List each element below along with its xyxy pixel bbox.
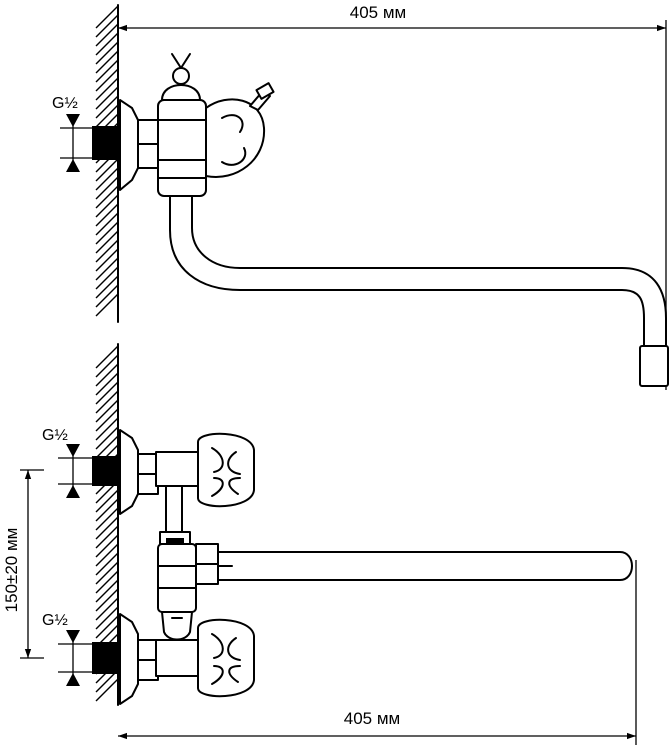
wall-hatch-line (95, 390, 119, 414)
center-distance-label: 150±20 мм (2, 528, 21, 613)
wall-hatch-line (95, 257, 119, 281)
wall-hatch-line (95, 597, 119, 621)
top-pipe-thread-marker: G½ (52, 95, 118, 172)
wall-hatch-line (95, 185, 119, 209)
wall-hatch-line (95, 345, 119, 369)
wall-hatch-line (95, 570, 119, 594)
wall-hatch-line (95, 77, 119, 101)
wall-hatch-line (95, 399, 119, 423)
bottom-width-dimension: 405 мм (118, 560, 637, 745)
lower-valve (119, 613, 255, 705)
wall-hatch-line (95, 248, 119, 272)
lower-pipe-thread-label: G½ (42, 612, 68, 629)
wall-hatch-line (95, 221, 119, 245)
wall-hatch-line (95, 68, 119, 92)
wall-hatch-line (95, 293, 119, 317)
wall-hatch-line (95, 50, 119, 74)
top-faucet-body (119, 53, 275, 197)
wall-hatch-line (95, 32, 119, 56)
wall-hatch-line (95, 426, 119, 450)
wall-hatch-line (95, 552, 119, 576)
wall-hatch-line (95, 158, 119, 182)
bottom-width-label: 405 мм (344, 709, 400, 728)
upper-valve (119, 429, 255, 515)
wall-hatch-line (95, 23, 119, 47)
wall-hatch-line (95, 579, 119, 603)
wall-hatch-line (95, 363, 119, 387)
wall-hatch-line (95, 507, 119, 531)
wall-hatch-line (95, 678, 119, 702)
wall-hatch-line (95, 212, 119, 236)
upper-pipe-thread-marker: G½ (42, 427, 118, 498)
top-width-label: 405 мм (350, 3, 406, 22)
upper-pipe-thread-label: G½ (42, 427, 68, 444)
lower-pipe-thread-marker: G½ (42, 612, 118, 686)
wall-hatch-line (95, 230, 119, 254)
wall-hatch-line (95, 534, 119, 558)
wall-hatch-line (95, 275, 119, 299)
top-pipe-thread-label: G½ (52, 95, 78, 112)
wall-hatch-line (95, 86, 119, 110)
wall-hatch-line (95, 203, 119, 227)
wall-hatch-line (95, 408, 119, 432)
wall-hatch-line (95, 543, 119, 567)
top-view: 405 мм G½ (52, 3, 669, 390)
wall-hatch-line (95, 167, 119, 191)
wall-hatch-line (95, 284, 119, 308)
wall-hatch-line (95, 176, 119, 200)
wall-hatch-line (95, 59, 119, 83)
wall-hatch-line (95, 561, 119, 585)
wall-hatch-line (95, 41, 119, 65)
wall-hatch-line (95, 95, 119, 119)
wall-hatch-line (95, 239, 119, 263)
top-wall (95, 4, 119, 323)
wall-hatch-line (95, 588, 119, 612)
front-spout (217, 551, 633, 581)
wall-hatch-line (95, 381, 119, 405)
center-distance-dimension: 150±20 мм (2, 469, 44, 659)
wall-hatch-line (95, 354, 119, 378)
front-view: G½ G½ 150±20 мм (2, 343, 637, 745)
wall-hatch-line (95, 14, 119, 38)
wall-hatch-line (95, 615, 119, 639)
wall-hatch-line (95, 606, 119, 630)
wall-hatch-line (95, 498, 119, 522)
wall-hatch-line (95, 525, 119, 549)
wall-hatch-line (95, 266, 119, 290)
wall-hatch-line (95, 194, 119, 218)
wall-hatch-line (95, 516, 119, 540)
wall-hatch-line (95, 5, 119, 29)
wall-hatch-line (95, 489, 119, 513)
top-spout (169, 195, 669, 387)
wall-hatch-line (95, 435, 119, 459)
wall-hatch-line (95, 104, 119, 128)
wall-hatch-line (95, 417, 119, 441)
wall-hatch-line (95, 372, 119, 396)
